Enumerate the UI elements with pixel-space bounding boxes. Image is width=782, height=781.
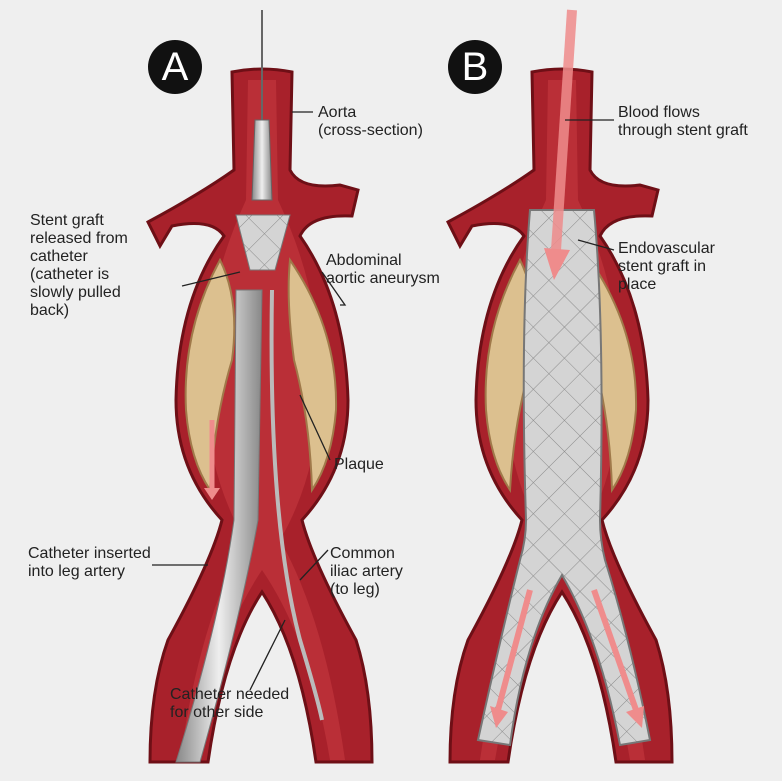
catheter-a <box>175 10 324 763</box>
label-blood-flows: Blood flows through stent graft <box>618 104 748 139</box>
stent-graft-b <box>476 209 652 747</box>
label-stent-released: Stent graft released from catheter (cath… <box>30 212 128 319</box>
label-aorta: Aorta (cross-section) <box>318 104 423 139</box>
panel-badge-b: B <box>448 40 502 94</box>
label-catheter-needed: Catheter needed for other side <box>170 686 290 721</box>
panel-badge-a: A <box>148 40 202 94</box>
label-catheter-inserted: Catheter inserted into leg artery <box>28 545 151 580</box>
label-plaque: Plaque <box>334 456 384 473</box>
leader-lines <box>152 111 615 691</box>
label-iliac: Common iliac artery (to leg) <box>330 545 403 598</box>
label-endovascular: Endovascular stent graft in place <box>618 240 715 293</box>
label-aneurysm: Abdominal aortic aneurysm <box>326 252 440 287</box>
